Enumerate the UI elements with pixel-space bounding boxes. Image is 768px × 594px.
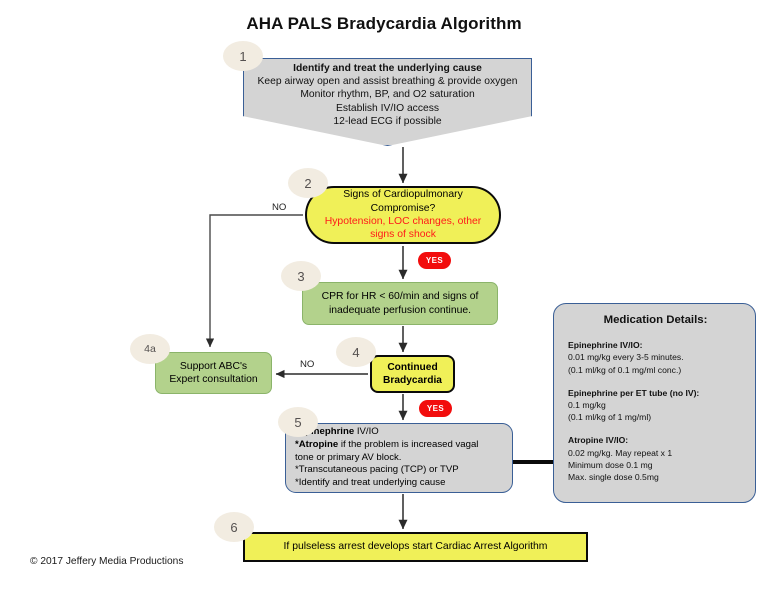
medication-group-1-line-2: (0.1 ml/kg of 1 mg/ml) bbox=[568, 412, 652, 423]
step-2-line-0: Signs of Cardiopulmonary bbox=[343, 189, 463, 201]
medication-group-1-head: Epinephrine per ET tube (no IV): bbox=[568, 387, 700, 398]
page-title: AHA PALS Bradycardia Algorithm bbox=[246, 14, 522, 33]
step-5-item-1-drug: *Atropine bbox=[295, 439, 339, 451]
medication-group-2-line-3: Max. single dose 0.5mg bbox=[568, 472, 659, 483]
step-4a-number-badge: 4a bbox=[130, 334, 170, 364]
medication-group-2-line-1: 0.02 mg/kg. May repeat x 1 bbox=[568, 447, 673, 458]
copyright-notice: © 2017 Jeffery Media Productions bbox=[30, 556, 184, 567]
step-5-item-1: *Atropine if the problem is increased va… bbox=[295, 439, 478, 452]
medication-group-epinephrine-iv: Epinephrine IV/IO: 0.01 mg/kg every 3-5 … bbox=[568, 339, 743, 376]
step-4a-line-0: Support ABC's bbox=[179, 360, 248, 372]
step-5-item-0-drug: *Epinephrine bbox=[295, 426, 355, 438]
step-3-line-0: CPR for HR < 60/min and signs of bbox=[321, 291, 479, 303]
yes-badge-from-step-2: YES bbox=[418, 252, 451, 269]
medication-group-0-head: Epinephrine IV/IO: bbox=[568, 340, 643, 351]
step-2-decision-box: Signs of Cardiopulmonary Compromise? Hyp… bbox=[305, 186, 501, 244]
step-2-line-1: Compromise? bbox=[370, 202, 436, 214]
step-2-line-3: signs of shock bbox=[370, 229, 436, 241]
medication-group-atropine: Atropine IV/IO: 0.02 mg/kg. May repeat x… bbox=[568, 434, 743, 483]
step-5-item-0-rest: IV/IO bbox=[354, 426, 379, 438]
step-3-number-badge: 3 bbox=[281, 261, 321, 291]
step-3-box: CPR for HR < 60/min and signs of inadequ… bbox=[302, 282, 498, 325]
medication-group-1-line-1: 0.1 mg/kg bbox=[568, 400, 606, 410]
step-5-item-2: *Transcutaneous pacing (TCP) or TVP bbox=[295, 464, 459, 476]
step-5-item-3: *Identify and treat underlying cause bbox=[295, 476, 446, 488]
step-4a-box: Support ABC's Expert consultation bbox=[155, 352, 272, 394]
step-1-number-badge: 1 bbox=[223, 41, 263, 71]
step-5-item-1-cont: tone or primary AV block. bbox=[295, 451, 402, 463]
step-1-line-3: Establish IV/IO access bbox=[335, 102, 439, 114]
medication-panel-title: Medication Details: bbox=[603, 314, 708, 326]
medication-group-0-line-1: 0.01 mg/kg every 3-5 minutes. bbox=[568, 352, 684, 363]
step-1-line-2: Monitor rhythm, BP, and O2 saturation bbox=[300, 89, 475, 101]
medication-group-2-line-2: Minimum dose 0.1 mg bbox=[568, 459, 653, 470]
yes-badge-from-step-4: YES bbox=[419, 400, 452, 417]
step-4-line-1: Bradycardia bbox=[383, 375, 442, 386]
step-5-item-1-rest: if the problem is increased vagal bbox=[338, 439, 479, 451]
no-label-from-step-2: NO bbox=[272, 202, 287, 213]
step-4-box: Continued Bradycardia bbox=[370, 355, 455, 393]
step-4-number-badge: 4 bbox=[336, 337, 376, 367]
step-6-box: If pulseless arrest develops start Cardi… bbox=[243, 532, 588, 562]
step-1-box: Identify and treat the underlying cause … bbox=[243, 58, 532, 146]
step-5-number-badge: 5 bbox=[278, 407, 318, 437]
step-2-line-2: Hypotension, LOC changes, other bbox=[324, 216, 482, 227]
medication-group-2-head: Atropine IV/IO: bbox=[568, 435, 629, 446]
medication-group-epinephrine-et: Epinephrine per ET tube (no IV): 0.1 mg/… bbox=[568, 387, 743, 424]
step-4a-line-1: Expert consultation bbox=[169, 374, 258, 385]
medication-details-panel: Medication Details: Epinephrine IV/IO: 0… bbox=[553, 303, 756, 503]
step-3-line-1: inadequate perfusion continue. bbox=[328, 304, 472, 316]
step-4-line-0: Continued bbox=[387, 361, 438, 373]
step-1-line-0: Identify and treat the underlying cause bbox=[293, 63, 482, 75]
medication-group-0-line-2: (0.1 ml/kg of 0.1 mg/ml conc.) bbox=[568, 364, 682, 375]
no-label-from-step-4: NO bbox=[300, 359, 315, 370]
step-6-number-badge: 6 bbox=[214, 512, 254, 542]
step-1-line-1: Keep airway open and assist breathing & … bbox=[257, 76, 518, 88]
step-1-line-4: 12-lead ECG if possible bbox=[333, 115, 442, 127]
step-2-number-badge: 2 bbox=[288, 168, 328, 198]
step-5-box: *Epinephrine IV/IO *Atropine if the prob… bbox=[285, 423, 513, 493]
step-5-item-0: *Epinephrine IV/IO bbox=[295, 426, 379, 439]
step-6-line-0: If pulseless arrest develops start Cardi… bbox=[283, 541, 548, 553]
